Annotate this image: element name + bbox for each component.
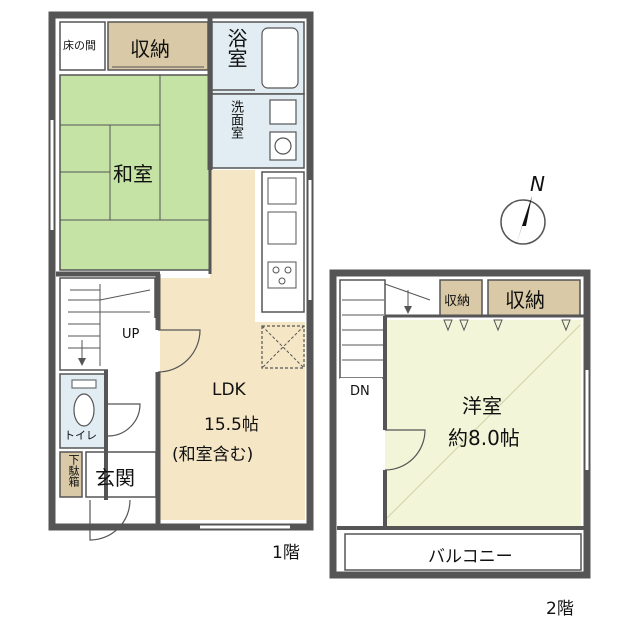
ldk-door — [157, 329, 201, 373]
washing-machine — [269, 131, 297, 161]
entrance-door — [89, 499, 131, 541]
shoe-box — [59, 451, 83, 498]
stairs-up-label: UP — [122, 327, 140, 342]
fridge-space — [261, 325, 305, 369]
yoshitsu-floor — [385, 320, 581, 526]
floor-1-label: 1階 — [272, 543, 300, 563]
ldk-size: 15.5帖 — [204, 415, 259, 435]
tokonoma — [59, 21, 106, 71]
ldk-note: (和室含む) — [172, 445, 254, 465]
floor-1 — [48, 11, 314, 541]
toilet-label: トイレ — [64, 429, 97, 442]
floor-2 — [329, 269, 591, 579]
shoe-box-label: 下駄箱 — [67, 454, 80, 487]
toilet-bowl — [73, 393, 95, 427]
entrance — [85, 451, 157, 498]
entrance-label: 玄関 — [95, 466, 135, 490]
storage-2f-small-label: 収納 — [444, 294, 471, 309]
storage-1f-label: 収納 — [130, 37, 170, 61]
yoshitsu-door — [384, 429, 426, 471]
balcony — [344, 533, 582, 571]
ldk-label: LDK — [212, 380, 246, 400]
bathtub — [261, 27, 299, 89]
tokonoma-label: 床の間 — [63, 39, 96, 52]
washroom-label: 洗面室 — [228, 100, 243, 139]
yoshitsu-label: 洋室 — [462, 394, 502, 418]
ldk-floor — [160, 170, 305, 520]
storage-2f-label: 収納 — [505, 288, 545, 312]
washitsu-label: 和室 — [111, 158, 155, 187]
compass — [500, 196, 546, 245]
balcony-label: バルコニー — [428, 547, 513, 567]
stairs-down-label: DN — [350, 384, 370, 399]
storage-2f-small — [439, 279, 483, 317]
sink — [269, 99, 297, 125]
floor-2-label: 2階 — [546, 599, 574, 619]
yoshitsu-size: 約8.0帖 — [448, 426, 520, 450]
compass-north-label: N — [530, 172, 545, 196]
bath-label: 浴室 — [224, 28, 248, 68]
stairs-2f — [339, 279, 386, 379]
storage-2f — [487, 279, 581, 317]
storage-1f — [107, 21, 209, 71]
